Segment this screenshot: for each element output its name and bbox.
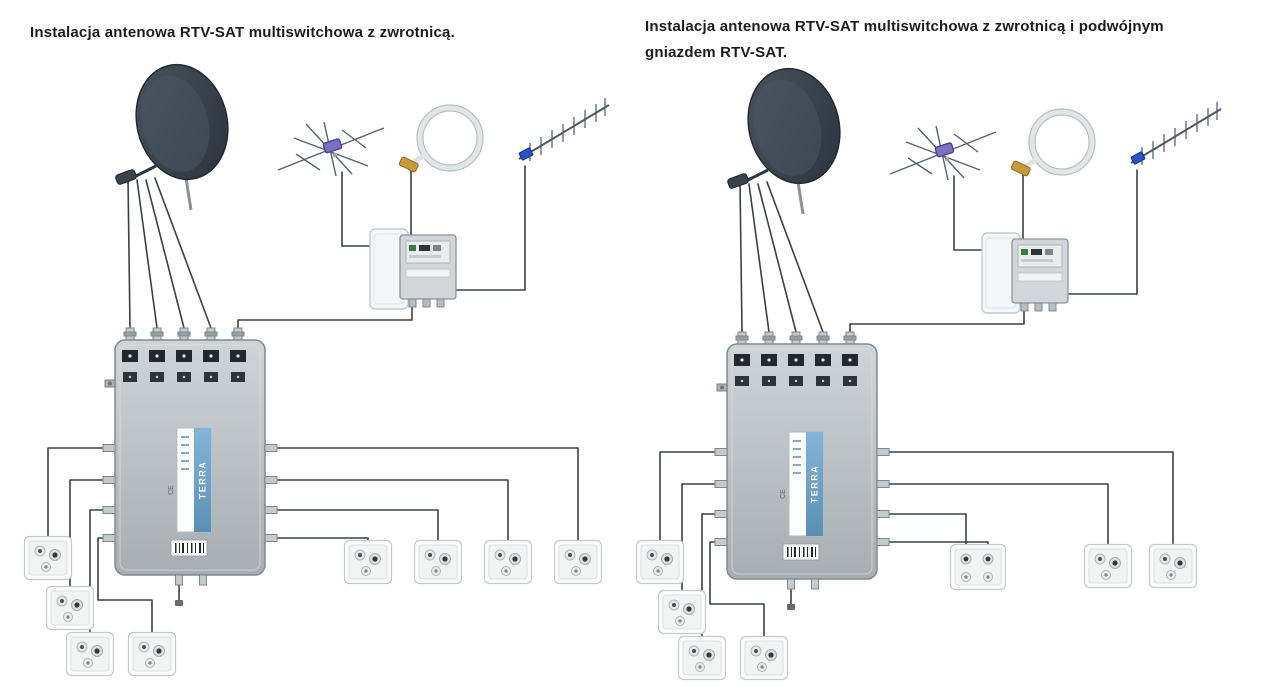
cable-runs bbox=[659, 169, 1174, 637]
diagram-right-canvas bbox=[635, 57, 1222, 681]
double-rtv-sat-outlet bbox=[949, 543, 1007, 591]
uhf-yagi-antenna bbox=[1129, 101, 1222, 166]
rtv-sat-outlet bbox=[343, 539, 393, 585]
rtv-sat-outlet bbox=[23, 535, 73, 581]
rtv-sat-outlet bbox=[1148, 543, 1198, 589]
diagram-left-canvas bbox=[23, 53, 610, 677]
terminator-cap bbox=[175, 600, 183, 606]
cable-coil-antenna bbox=[399, 105, 483, 172]
rtv-sat-outlet bbox=[739, 635, 789, 681]
vhf-antenna bbox=[277, 121, 385, 177]
terminator-cap bbox=[787, 604, 795, 610]
rtv-sat-outlet bbox=[1083, 543, 1133, 589]
cable-coil-antenna bbox=[1011, 109, 1095, 176]
rtv-sat-outlet bbox=[657, 589, 707, 635]
satellite-dish bbox=[113, 53, 242, 212]
multiswitch bbox=[714, 331, 890, 590]
rtv-sat-outlet bbox=[483, 539, 533, 585]
rtv-sat-outlet bbox=[553, 539, 603, 585]
cable-runs bbox=[47, 165, 579, 633]
satellite-dish bbox=[725, 57, 854, 216]
rtv-sat-outlet bbox=[127, 631, 177, 677]
rtv-sat-outlet bbox=[635, 539, 685, 585]
rtv-sat-outlet bbox=[677, 635, 727, 681]
multiswitch bbox=[102, 327, 278, 586]
rtv-sat-outlet bbox=[65, 631, 115, 677]
rtv-sat-outlet bbox=[413, 539, 463, 585]
diagram-title-left: Instalacja antenowa RTV-SAT multiswitcho… bbox=[30, 24, 455, 41]
diagram-title-right: Instalacja antenowa RTV-SAT multiswitcho… bbox=[645, 18, 1164, 61]
antenna-amplifier bbox=[981, 232, 1069, 314]
uhf-yagi-antenna bbox=[517, 97, 610, 162]
vhf-antenna bbox=[889, 125, 997, 181]
rtv-sat-outlet bbox=[45, 585, 95, 631]
antenna-amplifier bbox=[369, 228, 457, 310]
